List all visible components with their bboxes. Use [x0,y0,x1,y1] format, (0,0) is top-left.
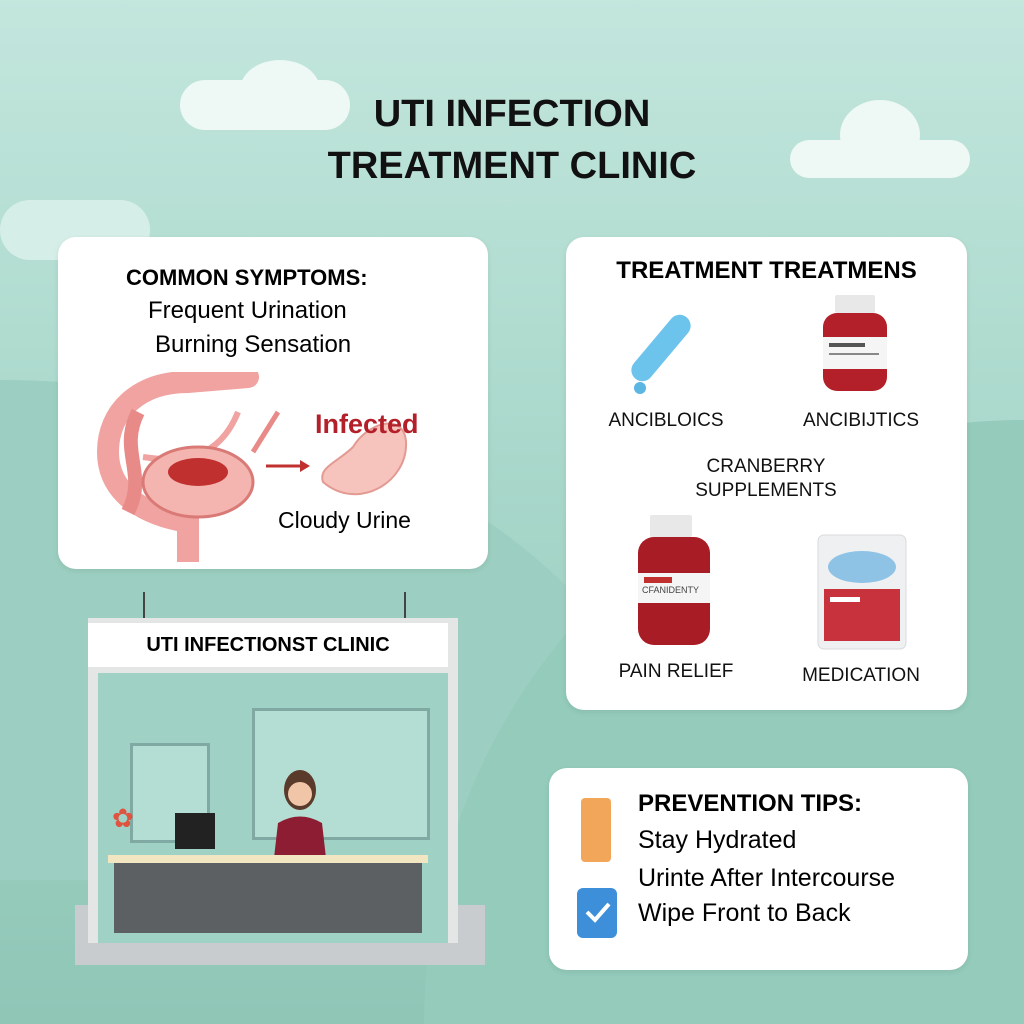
window [252,708,430,840]
treatment-label: CRANBERRY SUPPLEMENTS [695,456,837,501]
monitor-icon [175,813,215,849]
water-bottle-icon [577,798,617,938]
treatment-label: ANCIBIJTICS [802,410,920,431]
reception-counter-top [108,855,428,863]
title-line-2: TREATMENT CLINIC [327,145,697,187]
flower-icon: ✿ [112,803,134,833]
prevention-item: Urinte After Intercourse [638,864,896,892]
symptom-item: Frequent Urination [148,297,347,324]
treatment-label: ANCIBLOICS [608,410,724,431]
sign-wire [143,592,145,620]
reception-counter [114,863,422,933]
bottle-label-text: CFANIDENTY [642,585,700,595]
symptoms-heading: COMMON SYMPTOMS: [126,265,368,290]
prevention-item: Wipe Front to Back [638,899,851,927]
symptom-item: Burning Sensation [155,331,352,358]
medicine-bottle-icon [638,515,710,645]
clinic-booth: UTI INFECTIONST CLINIC ✿ [88,618,458,943]
window [130,743,210,843]
capsule-icon [631,314,691,394]
infected-label: Infected [315,409,419,439]
cloud [840,100,920,170]
treatment-label: PAIN RELIEF [618,661,734,682]
treatments-card: TREATMENT TREATMENS ANCIBLOICS ANCIBIJTI… [566,237,967,710]
treatment-label: MEDICATION [802,665,920,686]
prevention-item: Stay Hydrated [638,826,797,854]
treatments-heading: TREATMENT TREATMENS [616,257,917,284]
medicine-bottle-icon [823,295,887,391]
title-line-1: UTI INFECTION [373,93,651,135]
clinic-sign: UTI INFECTIONST CLINIC [88,623,448,667]
receptionist [274,770,326,858]
prevention-heading: PREVENTION TIPS: [638,790,863,817]
cloud [240,60,320,120]
medication-bag-icon [817,534,907,650]
sign-wire [404,592,406,620]
page-title: UTI INFECTION TREATMENT CLINIC [0,88,1024,192]
symptoms-card: COMMON SYMPTOMS: Frequent Urination Burn… [58,237,488,569]
urinary-tract-illustration [96,372,408,562]
cloudy-urine-label: Cloudy Urine [278,507,411,533]
prevention-card: PREVENTION TIPS: Stay Hydrated Urinte Af… [549,768,968,970]
